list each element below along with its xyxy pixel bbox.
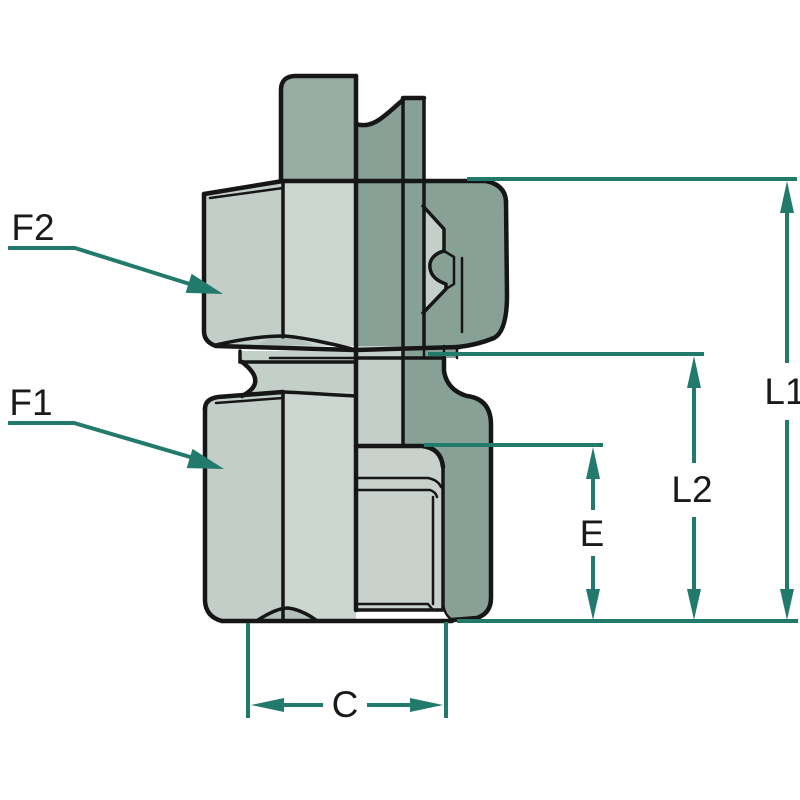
part-outlines [201,73,510,624]
dimension-l2: L2 [428,352,713,620]
dimension-label-e: E [580,513,605,554]
arrowhead-c-left [251,698,284,712]
arrowhead-l2-top [687,356,701,388]
dimension-label-c: C [332,684,359,725]
dimension-label-f1: F1 [9,382,52,423]
ferrule-section [423,206,446,313]
arrowhead-l2-bottom [687,589,701,620]
upper-hex-nut [204,181,507,347]
dimension-label-l1: L1 [764,371,800,412]
arrowhead-e-top [586,447,600,479]
dimension-e: E [424,443,605,620]
arrowhead-c-right [410,698,443,712]
arrowhead-f1 [186,448,224,469]
dimension-label-f2: F2 [11,207,54,248]
dimension-c: C [246,622,448,725]
body-neck [242,358,491,620]
arrowhead-e-bottom [586,589,600,620]
arrowhead-l1-bottom [780,589,794,620]
arrowhead-f2 [185,273,223,294]
arrowhead-l1-top [780,181,794,213]
dimension-f2: F2 [8,207,223,294]
tube [281,76,424,181]
lower-hex-body [205,392,443,621]
dimension-l1: L1 [467,177,800,620]
dimension-f1: F1 [8,382,224,469]
dimension-label-l2: L2 [671,469,712,510]
